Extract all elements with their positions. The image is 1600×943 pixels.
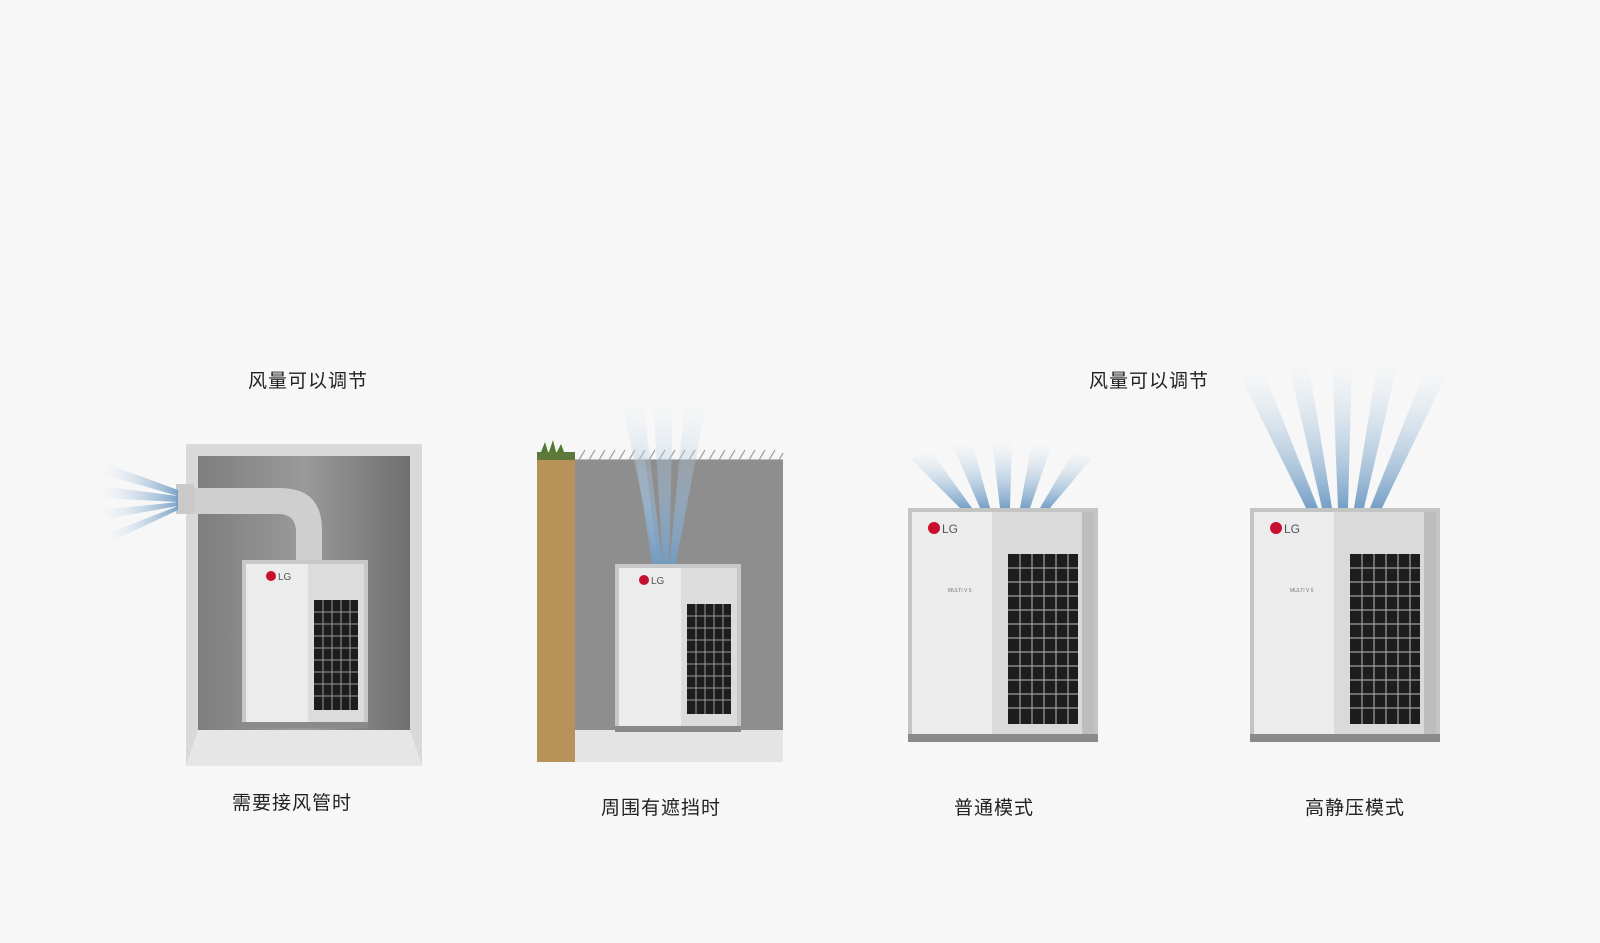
- airflow-icon: [621, 400, 707, 568]
- airflow-adjustable-heading-right: 风量可以调节: [1089, 370, 1210, 392]
- lg-logo-icon: LG: [639, 575, 665, 587]
- high-static-mode-scene: LG MULTI V 5: [1236, 360, 1456, 765]
- lg-logo-icon: LG: [928, 522, 958, 536]
- caption-normal-mode: 普通模式: [954, 797, 1035, 819]
- normal-mode-scene: LG MULTI V 5: [900, 440, 1110, 765]
- obstruction-scene: LG: [535, 400, 795, 770]
- airflow-icon: [910, 440, 1092, 508]
- lg-logo-icon: LG: [266, 571, 292, 583]
- airflow-icon: [100, 462, 178, 544]
- svg-text:MULTI V 5: MULTI V 5: [948, 588, 972, 594]
- airflow-adjustable-heading-left: 风量可以调节: [248, 370, 369, 392]
- caption-duct: 需要接风管时: [232, 792, 353, 814]
- caption-high-static-mode: 高静压模式: [1305, 797, 1406, 819]
- svg-text:MULTI V 5: MULTI V 5: [1290, 588, 1314, 594]
- svg-text:LG: LG: [278, 572, 292, 583]
- lg-logo-icon: LG: [1270, 522, 1300, 536]
- svg-text:LG: LG: [1284, 522, 1300, 536]
- duct-scene: LG: [100, 440, 430, 770]
- airflow-icon: [1240, 360, 1446, 508]
- caption-obstruction: 周围有遮挡时: [601, 797, 722, 819]
- grass-icon: [541, 440, 564, 452]
- svg-text:LG: LG: [942, 522, 958, 536]
- svg-text:LG: LG: [651, 576, 665, 587]
